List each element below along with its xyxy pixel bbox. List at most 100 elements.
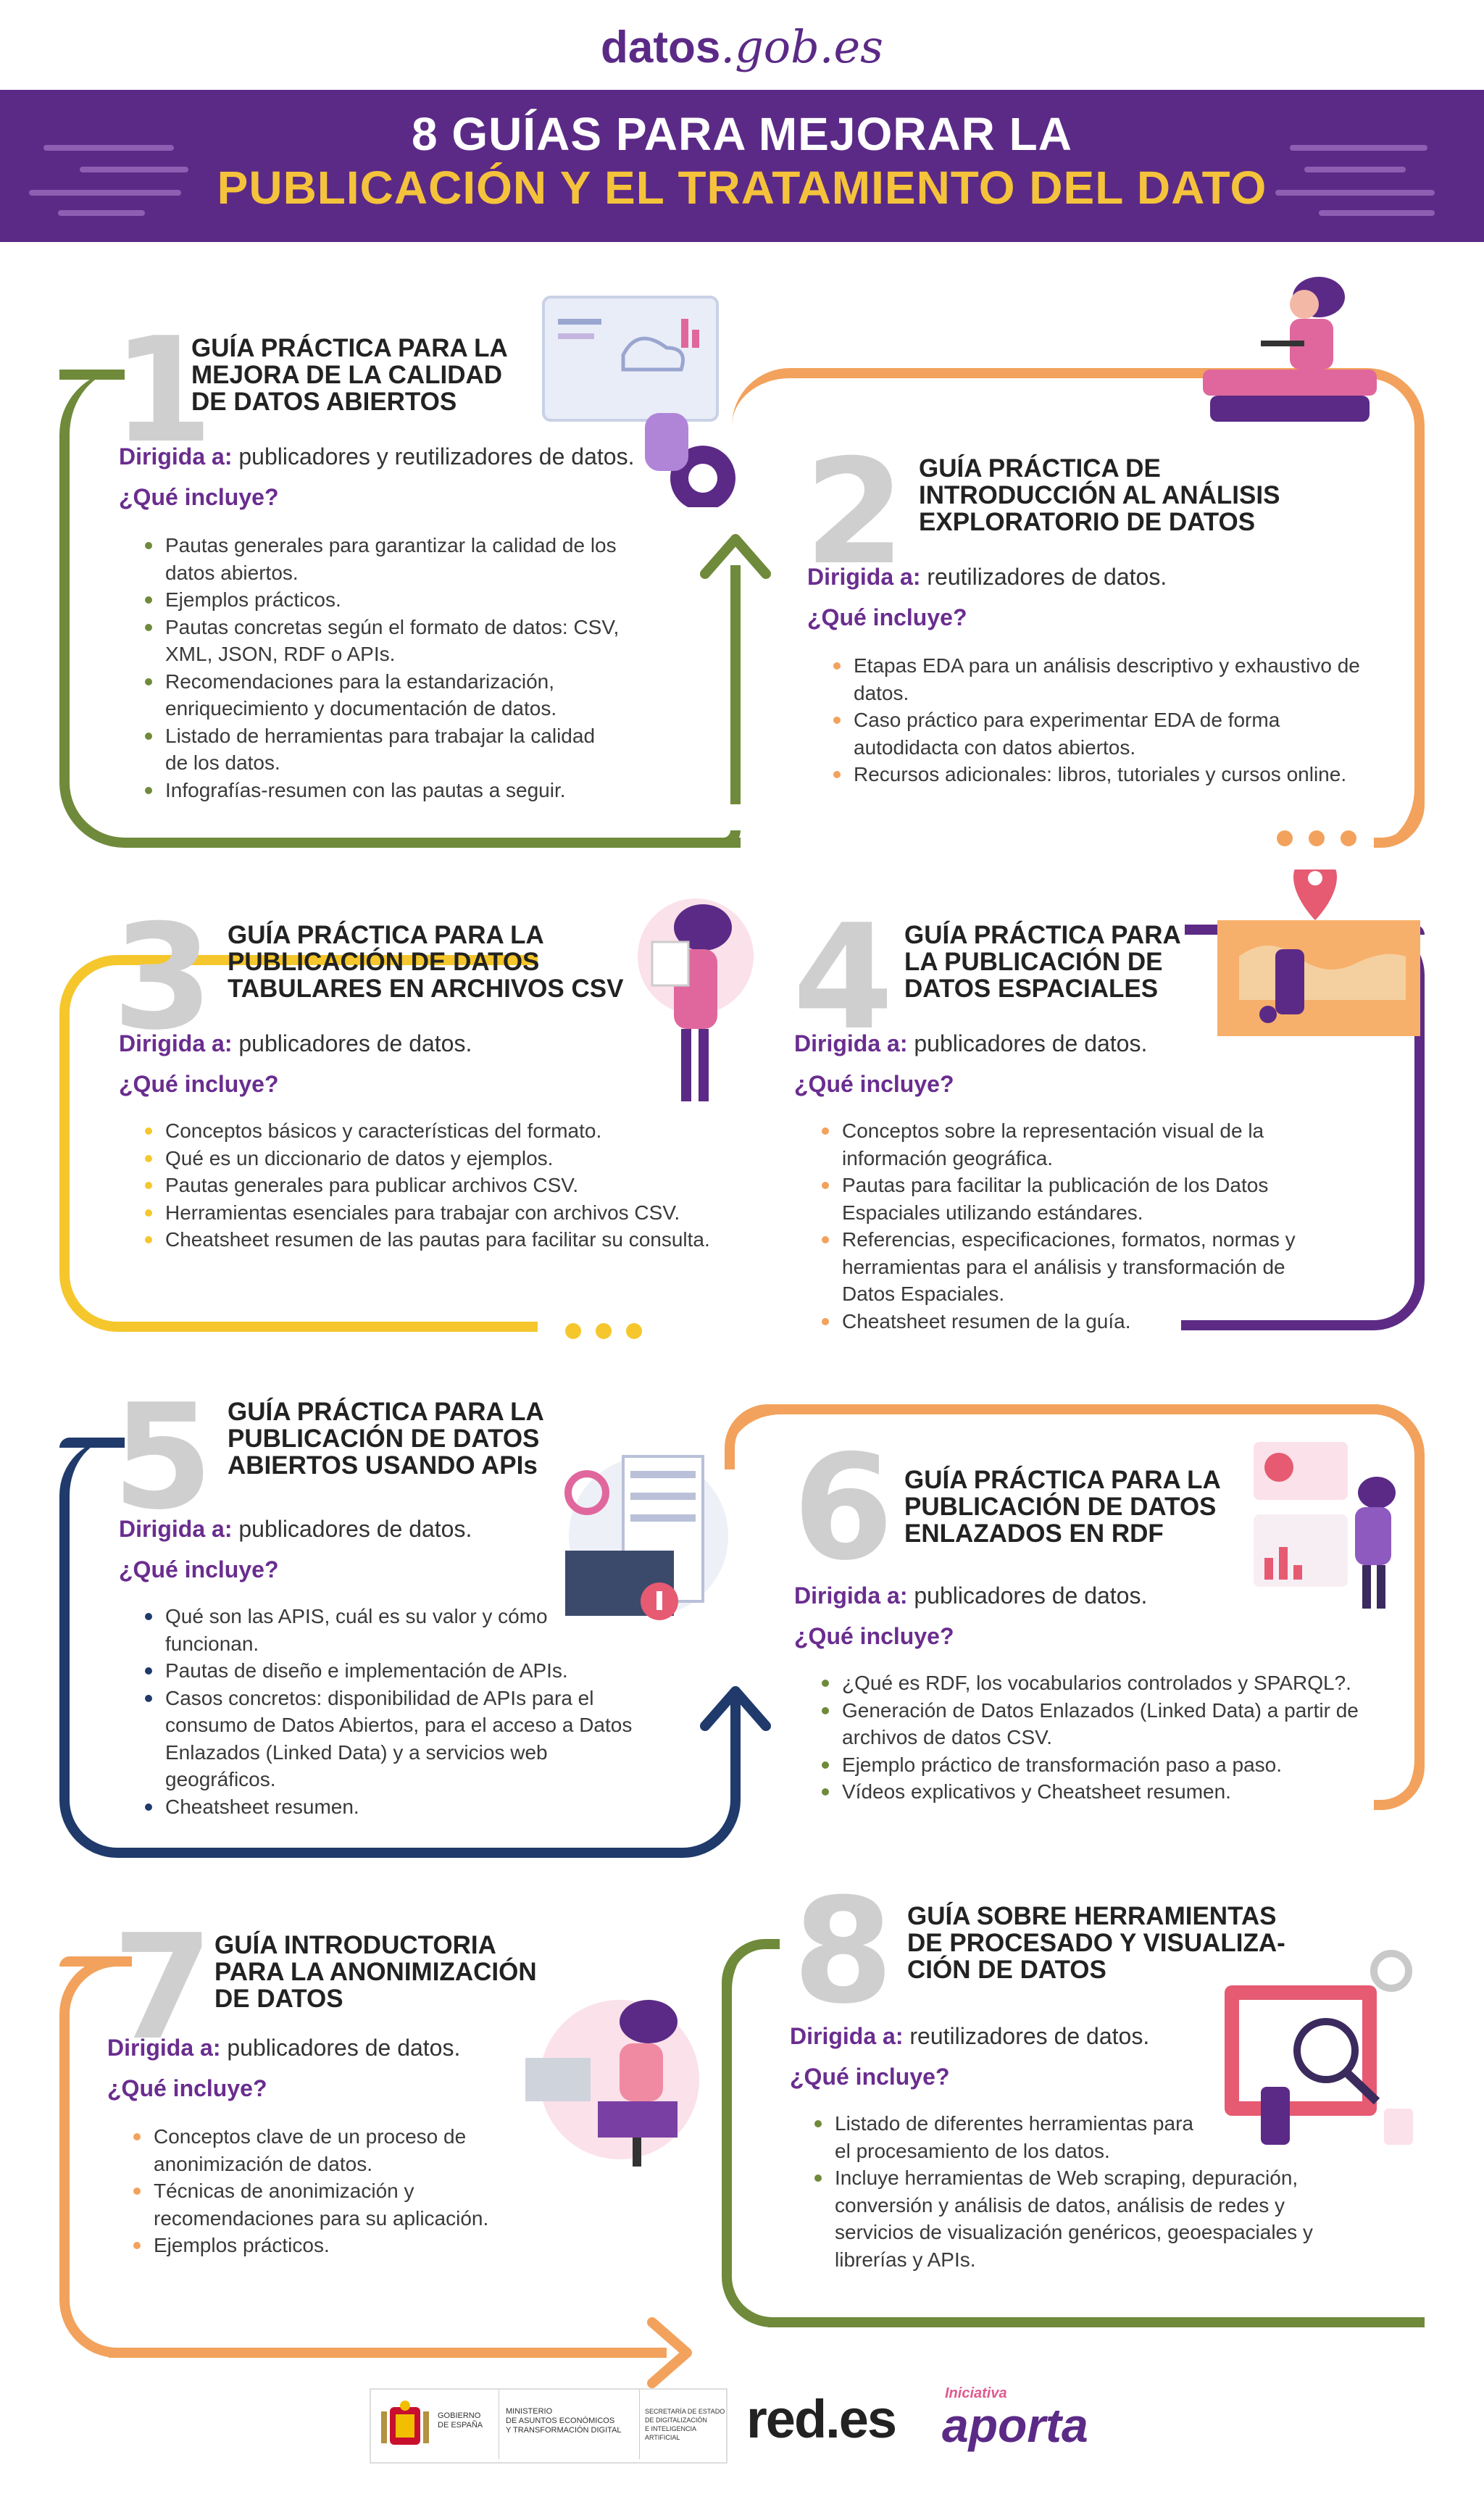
aporta-logo: Iniciativa aporta [942,2385,1088,2452]
guide-4-includes-heading: ¿Qué incluye? [794,1071,954,1097]
guide-5-audience: Dirigida a: publicadores de datos. [119,1516,472,1542]
guide-5-frame [59,1438,125,1448]
list-item: Generación de Datos Enlazados (Linked Da… [819,1697,1384,1751]
guide-4-frame [1181,1320,1326,1330]
arrow-up-icon [700,534,771,579]
list-item: Ejemplos prácticos. [130,2232,507,2259]
banner-decoration [43,145,174,151]
guide-8-audience: Dirigida a: reutilizadores de datos. [790,2023,1150,2049]
list-item: Ejemplo práctico de transformación paso … [819,1751,1384,1779]
guide-1-number: 1 [112,307,214,475]
list-item: Listado de herramientas para trabajar la… [142,722,620,777]
guide-1-frame [59,370,125,380]
guide-1-frame [730,565,741,804]
guide-8-frame [722,1939,780,2011]
continuation-dot [565,1323,581,1339]
guide-7-includes-heading: ¿Qué incluye? [107,2075,267,2101]
continuation-dot [1309,830,1325,846]
guide-4-number: 4 [793,893,894,1062]
list-item: Ejemplos prácticos. [142,586,620,614]
banner-title-line2: PUBLICACIÓN Y EL TRATAMIENTO DEL DATO [217,162,1267,214]
banner-decoration [1290,145,1427,151]
banner-decoration [1304,167,1406,172]
presentation-illustration [1254,1442,1396,1609]
banner-decoration [80,167,188,172]
list-item: ¿Qué es RDF, los vocabularios controlado… [819,1669,1384,1697]
banner-decoration [58,210,145,216]
guide-6-includes-heading: ¿Qué incluye? [794,1623,954,1649]
dashboard-illustration [542,296,735,507]
guide-2-number: 2 [804,428,906,597]
list-item: Infografías-resumen con las pautas a seg… [142,777,620,804]
guide-5-list: Qué son las APIS, cuál es su valor y cóm… [142,1603,635,1820]
banner-decoration [1275,190,1435,196]
woman-with-document-illustration [638,898,754,1101]
guide-2-audience: Dirigida a: reutilizadores de datos. [807,564,1167,590]
list-item: Cheatsheet resumen de las pautas para fa… [142,1226,722,1254]
continuation-dot [1277,830,1293,846]
guide-1-list: Pautas generales para garantizar la cali… [142,532,620,804]
list-item: Qué es un diccionario de datos y ejemplo… [142,1145,722,1172]
guide-7-audience: Dirigida a: publicadores de datos. [107,2035,461,2061]
reading-woman-illustration [1203,277,1377,422]
guide-2-frame [1374,783,1425,848]
guide-1-includes-heading: ¿Qué incluye? [119,484,279,510]
list-item: Conceptos sobre la representación visual… [819,1117,1326,1172]
continuation-dot [626,1323,642,1339]
brand-logo: datos.gob.es [601,20,883,73]
arrow-up-icon [700,1686,771,1731]
guide-5-frame [730,1438,741,1698]
guide-8-frame [768,2317,1425,2327]
list-item: Caso práctico para experimentar EDA de f… [830,706,1381,761]
guide-5-includes-heading: ¿Qué incluye? [119,1556,279,1582]
guide-2-includes-heading: ¿Qué incluye? [807,604,967,630]
analysis-illustration [1225,1950,1413,2145]
title-banner [0,90,1484,242]
guide-7-number: 7 [112,1903,214,2072]
working-woman-illustration [525,2000,699,2167]
list-item: Pautas de diseño e implementación de API… [142,1657,635,1685]
list-item: Pautas concretas según el formato de dat… [142,614,620,668]
list-item: Técnicas de anonimización y recomendacio… [130,2177,507,2232]
guide-8-number: 8 [793,1867,894,2036]
guide-2-list: Etapas EDA para un análisis descriptivo … [830,652,1381,788]
guide-3-frame [59,955,538,1332]
redes-logo: red.es [746,2389,897,2449]
list-item: Pautas generales para publicar archivos … [142,1172,722,1199]
arrow-right-icon [647,2317,692,2388]
list-item: Conceptos clave de un proceso de anonimi… [130,2123,507,2177]
list-item: Etapas EDA para un análisis descriptivo … [830,652,1381,706]
guide-3-includes-heading: ¿Qué incluye? [119,1071,279,1097]
guide-7-list: Conceptos clave de un proceso de anonimi… [130,2123,507,2259]
list-item: Cheatsheet resumen. [142,1793,635,1821]
guide-3-number: 3 [112,893,214,1062]
guide-1-frame [59,370,741,848]
list-item: Pautas generales para garantizar la cali… [142,532,620,586]
list-item: Pautas para facilitar la publicación de … [819,1172,1326,1226]
guide-6-number: 6 [793,1424,894,1593]
list-item: Qué son las APIS, cuál es su valor y cóm… [142,1603,635,1657]
continuation-dot [1341,830,1356,846]
continuation-dot [596,1323,612,1339]
banner-decoration [1319,210,1435,216]
guide-1-frame [674,830,741,848]
guide-6-frame [730,1404,1425,1810]
guide-1-audience: Dirigida a: publicadores y reutilizadore… [119,443,635,470]
list-item: Casos concretos: disponibilidad de APIs … [142,1685,635,1793]
list-item: Listado de diferentes herramientas para … [812,2110,1197,2164]
banner-title-line1: 8 GUÍAS PARA MEJORAR LA [412,108,1072,160]
guide-7-frame [59,1956,494,1967]
list-item: Recomendaciones para la estandarización,… [142,668,620,722]
